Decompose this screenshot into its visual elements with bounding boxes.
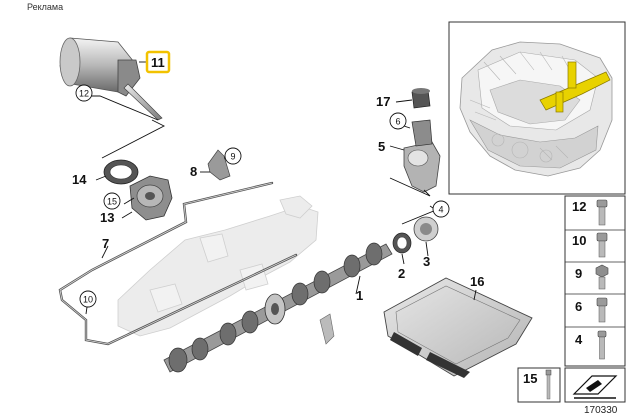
svg-text:6: 6 [395,117,400,127]
camshaft [163,242,393,373]
svg-text:10: 10 [83,295,93,305]
callout-5: 5 [378,139,385,154]
callout-11-highlight-box [145,50,171,74]
fastener-panel-frame [564,195,626,367]
sealant-symbol-box [564,367,626,403]
circled-callout-12: 12 [75,84,93,102]
shaft-ring [392,232,412,254]
seal-ring [103,159,139,185]
callout-8: 8 [190,164,197,179]
callout-11: 11 [151,55,165,70]
circled-callout-15: 15 [103,192,121,210]
svg-text:4: 4 [438,205,443,215]
callout-7: 7 [102,236,109,251]
diagram-reference-number: 170330 [584,405,618,414]
callout-13: 13 [100,210,114,225]
oil-line-highlight [59,182,297,345]
callout-1: 1 [356,288,363,303]
fastener-panel: 12 10 9 6 4 [564,195,626,367]
actuator-motor [59,37,163,121]
engine-inset [448,21,626,195]
callout-3: 3 [423,254,430,269]
fastener-9-label: 9 [575,266,582,281]
fastener-15-label: 15 [523,371,537,386]
circled-callout-6: 6 [389,112,407,130]
ad-label: Реклама [27,2,64,12]
fastener-12-label: 12 [572,199,586,214]
callout-2: 2 [398,266,405,281]
bolt-12-image [596,199,608,226]
svg-text:15: 15 [107,197,117,207]
fastener-10-label: 10 [572,233,586,248]
svg-text:12: 12 [79,89,89,99]
circled-callout-10: 10 [79,290,97,308]
circled-callout-4: 4 [432,200,450,218]
engine-image [459,41,613,177]
svg-text:9: 9 [230,152,235,162]
bolt-4-image [597,330,607,360]
sensor-housing [403,119,441,193]
fastener-15-box: 15 [517,367,561,403]
bolt-9-image [595,264,609,290]
bolt-6-image [596,297,608,323]
sensor-cap [411,88,431,109]
sensor-wheel [413,216,439,242]
callout-14: 14 [72,172,87,187]
callout-17: 17 [376,94,390,109]
callout-16: 16 [470,274,484,289]
fastener-6-label: 6 [575,299,582,314]
control-unit [383,277,533,378]
circled-callout-9: 9 [224,147,242,165]
gearbox [129,175,173,221]
bolt-10-image [596,232,608,258]
fastener-4-label: 4 [575,332,583,347]
